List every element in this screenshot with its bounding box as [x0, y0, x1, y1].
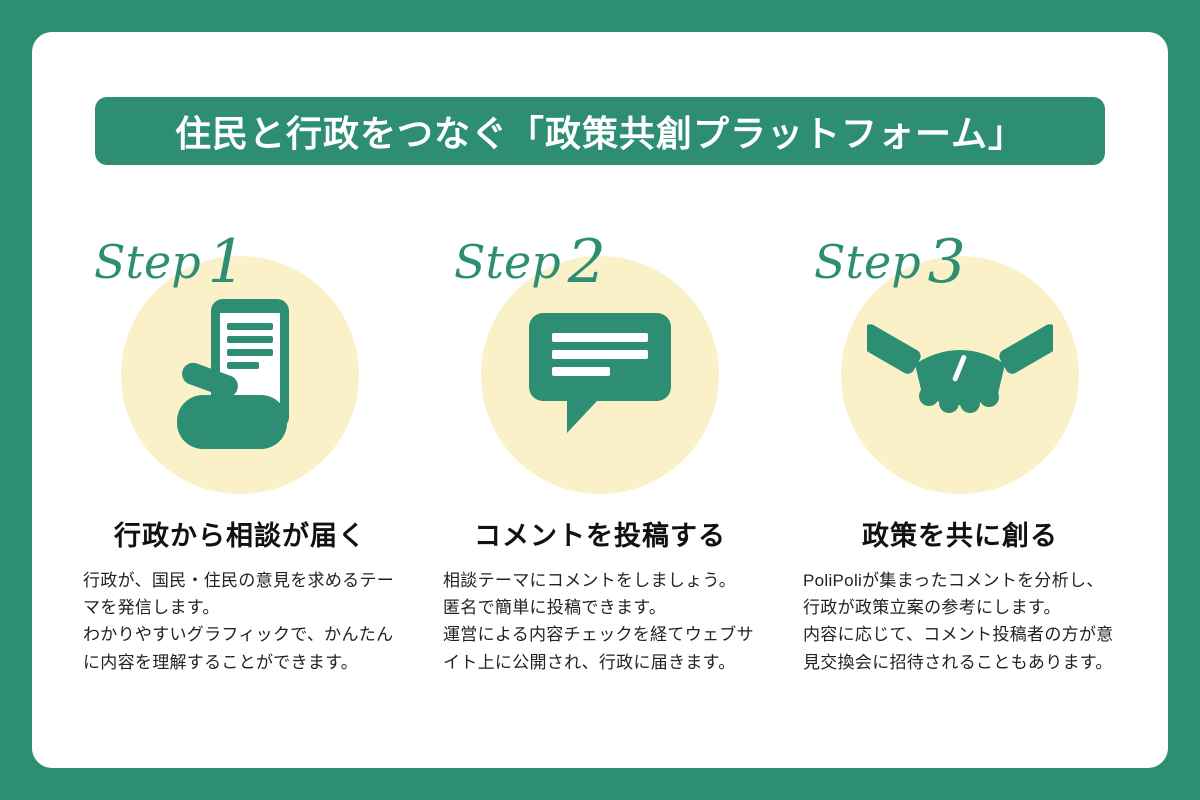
step-3-number: 3 [927, 227, 966, 297]
step-3-circle [841, 256, 1079, 494]
step-1-number: 1 [207, 227, 246, 297]
step-2-heading: コメントを投稿する [474, 521, 726, 551]
step-2-circle [481, 256, 719, 494]
page-title: 住民と行政をつなぐ「政策共創プラットフォーム」 [175, 113, 1025, 154]
title-banner: 住民と行政をつなぐ「政策共創プラットフォーム」 [95, 97, 1105, 165]
step-2-number: 2 [567, 227, 606, 297]
step-2-description: 相談テーマにコメントをしましょう。 匿名で簡単に投稿できます。 運営による内容チ… [443, 571, 754, 672]
step-2-label-word: Step [454, 235, 561, 289]
step-3-label-word: Step [814, 235, 921, 289]
handshake-icon [867, 324, 1053, 413]
step-1-circle [121, 256, 359, 494]
step-3-heading: 政策を共に創る [862, 521, 1058, 551]
step-1-label-word: Step [94, 235, 201, 289]
smartphone-in-hand-icon [177, 299, 289, 449]
step-1-description: 行政が、国民・住民の意見を求めるテーマを発信します。 わかりやすいグラフィックで… [83, 571, 395, 672]
step-3-description: PoliPoliが集まったコメントを分析し、行政が政策立案の参考にします。 内容… [803, 571, 1114, 672]
step-1-heading: 行政から相談が届く [114, 521, 366, 551]
speech-bubble-icon [529, 313, 671, 433]
